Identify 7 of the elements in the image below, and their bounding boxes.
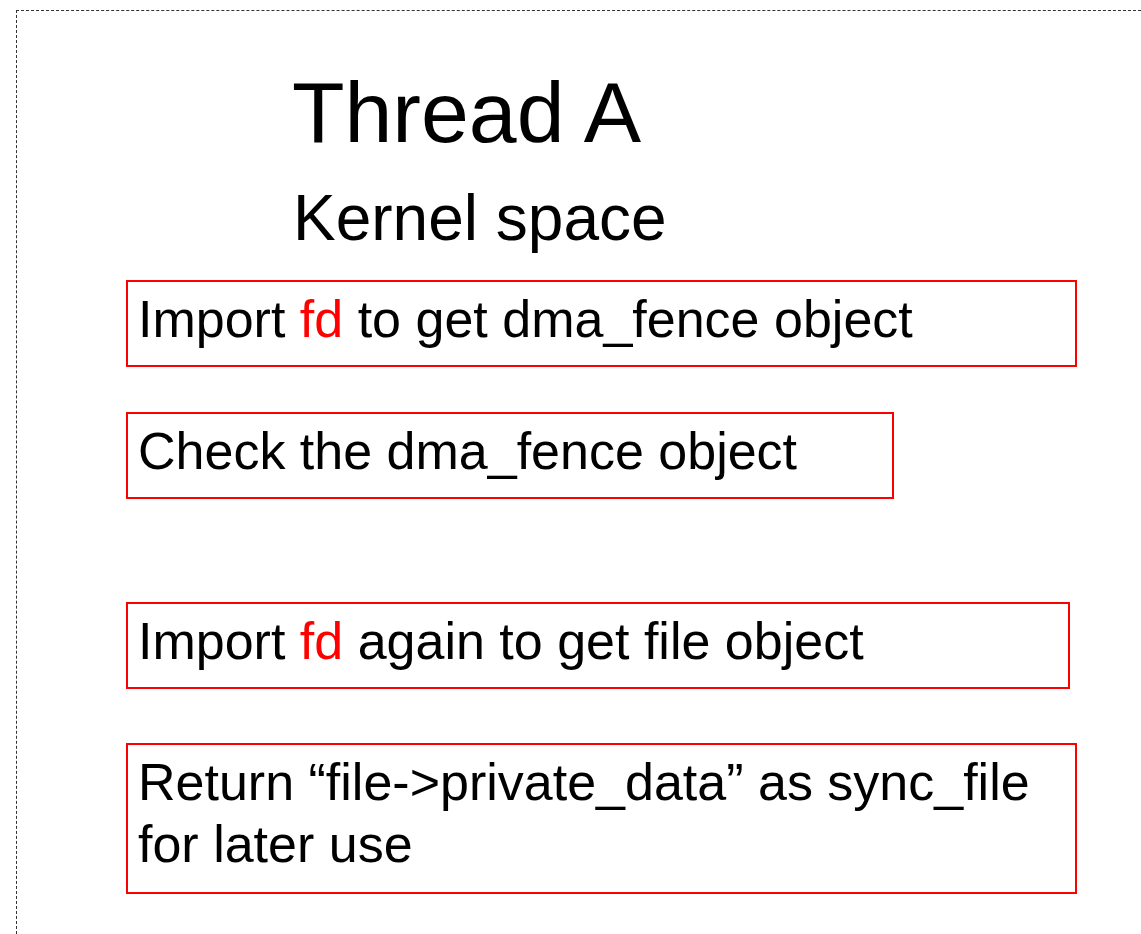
step-box: Check the dma_fence object: [126, 412, 894, 499]
thread-frame: [16, 10, 1141, 934]
thread-title: Thread A: [292, 63, 641, 162]
step-box: Return “file->private_data” as sync_file for later use: [126, 743, 1077, 894]
step-box: Import fd to get dma_fence object: [126, 280, 1077, 367]
step-box: Import fd again to get file object: [126, 602, 1070, 689]
space-label: Kernel space: [293, 181, 667, 255]
